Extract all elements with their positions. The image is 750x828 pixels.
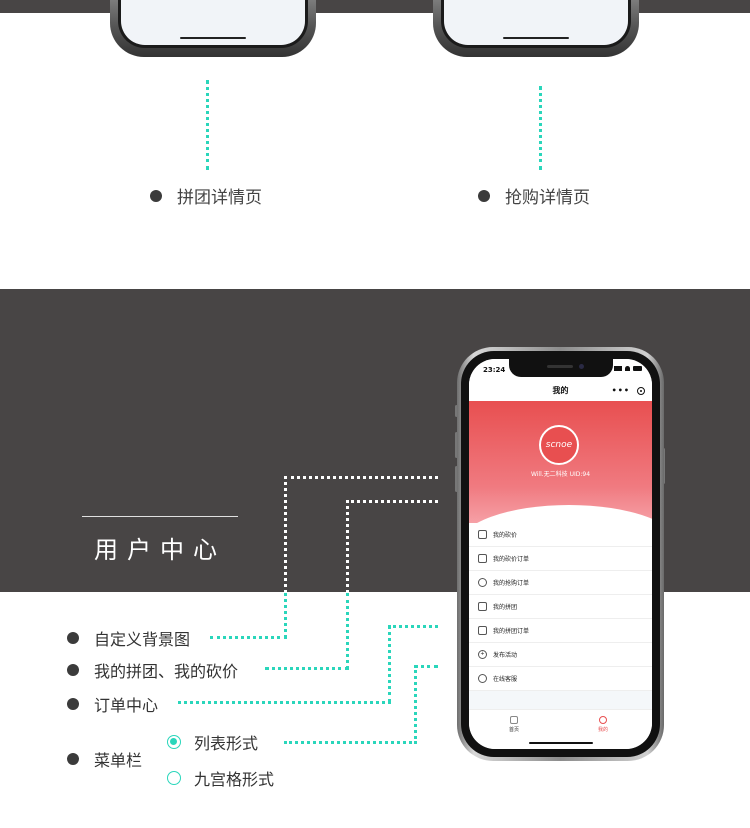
tab-home[interactable]: 首页 — [499, 716, 529, 733]
menu-item-label: 我的砍价 — [493, 532, 518, 539]
menu-list: 我的砍价 我的砍价订单 我的抢购订单 我的拼团 我的拼团订单 — [469, 523, 652, 691]
menu-item-bargain-orders[interactable]: 我的砍价订单 — [469, 547, 652, 571]
bullet-icon — [478, 189, 490, 202]
camera — [578, 364, 584, 369]
menu-item-label: 在线客服 — [493, 676, 518, 683]
connector-line — [414, 665, 438, 668]
feature-my-orders: 我的拼团、我的砍价 — [67, 658, 238, 682]
phone-side-button — [455, 466, 458, 492]
menu-item-label: 发布活动 — [493, 652, 518, 659]
connector-line — [414, 665, 417, 744]
clipboard-icon — [478, 554, 487, 563]
connector-line — [346, 593, 349, 669]
bullet-icon — [67, 632, 79, 644]
status-time: 23:24 — [483, 366, 506, 374]
tag-icon — [478, 602, 487, 611]
user-info: Will.无二科技 UID:94 — [530, 471, 591, 478]
connector-line — [284, 476, 438, 479]
radio-label: 九宫格形式 — [194, 770, 275, 789]
menu-item-my-group-buy[interactable]: 我的拼团 — [469, 595, 652, 619]
feature-menu-bar: 菜单栏 — [67, 747, 142, 771]
tab-label: 首页 — [508, 727, 519, 733]
phone-preview-group-buy — [110, 0, 316, 57]
bullet-icon — [150, 189, 162, 202]
connector-line — [284, 741, 417, 744]
phone-mockup: 23:24 我的 ••• scnoe Will.无二科技 UID:94 — [457, 347, 664, 761]
connector-line — [178, 701, 391, 704]
radio-checked-icon[interactable] — [167, 735, 181, 749]
nav-bar: 我的 ••• — [469, 381, 652, 401]
connector-line — [388, 625, 391, 703]
radio-unchecked-icon[interactable] — [167, 771, 181, 785]
bullet-icon — [67, 753, 79, 765]
phone-screen: 23:24 我的 ••• scnoe Will.无二科技 UID:94 — [469, 359, 652, 749]
menu-item-my-bargain[interactable]: 我的砍价 — [469, 523, 652, 547]
tab-bar: 首页 我的 — [469, 709, 652, 749]
phone-preview-flash-sale — [433, 0, 639, 57]
close-target-icon[interactable] — [637, 387, 645, 395]
headset-icon — [478, 674, 487, 683]
menu-item-label: 我的抢购订单 — [493, 580, 530, 587]
connector-line — [539, 86, 542, 170]
connector-line — [284, 476, 287, 593]
bullet-icon — [67, 664, 79, 676]
bullet-icon — [67, 698, 79, 710]
tab-label: 我的 — [597, 727, 608, 733]
menu-item-flash-sale-orders[interactable]: 我的抢购订单 — [469, 571, 652, 595]
home-indicator — [528, 742, 593, 744]
phone-notch — [508, 359, 613, 377]
section-title: 用户中心 — [94, 536, 226, 564]
caption-label: 抢购详情页 — [505, 188, 590, 208]
radio-label: 列表形式 — [194, 734, 259, 753]
connector-line — [210, 636, 287, 639]
connector-line — [265, 667, 349, 670]
menu-item-label: 我的拼团订单 — [493, 628, 530, 635]
envelope-icon — [478, 530, 487, 539]
menu-item-group-buy-orders[interactable]: 我的拼团订单 — [469, 619, 652, 643]
menu-item-publish-activity[interactable]: + 发布活动 — [469, 643, 652, 667]
home-icon — [510, 716, 518, 724]
phone-bezel: 23:24 我的 ••• scnoe Will.无二科技 UID:94 — [461, 351, 660, 757]
feature-custom-background: 自定义背景图 — [67, 626, 190, 650]
title-rule — [82, 516, 238, 517]
signal-icon — [614, 366, 622, 371]
menu-item-label: 我的拼团 — [493, 604, 518, 611]
phone-screen — [441, 0, 631, 48]
connector-line — [346, 500, 349, 593]
connector-line — [346, 500, 438, 503]
avatar[interactable]: scnoe — [539, 425, 579, 465]
connector-line — [206, 80, 209, 170]
status-icons — [614, 366, 642, 371]
feature-label: 订单中心 — [94, 696, 159, 715]
feature-order-center: 订单中心 — [67, 692, 158, 716]
feature-label: 自定义背景图 — [94, 630, 191, 649]
feature-label: 我的拼团、我的砍价 — [94, 662, 239, 681]
menu-item-label: 我的砍价订单 — [493, 556, 530, 563]
clock-icon — [478, 578, 487, 587]
wifi-icon — [625, 366, 630, 371]
feature-label: 菜单栏 — [94, 751, 143, 770]
user-icon — [599, 716, 607, 724]
connector-line — [388, 625, 438, 628]
phone-side-button — [455, 432, 458, 458]
plus-circle-icon: + — [478, 650, 487, 659]
more-icon[interactable]: ••• — [611, 386, 630, 395]
connector-line — [284, 593, 287, 638]
tab-mine[interactable]: 我的 — [588, 716, 618, 733]
menu-style-grid[interactable]: 九宫格形式 — [167, 766, 274, 790]
page-title: 我的 — [552, 386, 569, 395]
phone-side-button — [455, 405, 458, 417]
battery-icon — [633, 366, 642, 371]
caption-label: 拼团详情页 — [177, 188, 262, 208]
phone-screen — [118, 0, 308, 48]
speaker — [546, 365, 573, 368]
home-indicator — [503, 37, 569, 39]
tag-icon — [478, 626, 487, 635]
caption-group-buy: 拼团详情页 — [150, 183, 262, 208]
caption-flash-sale: 抢购详情页 — [478, 183, 590, 208]
menu-style-list[interactable]: 列表形式 — [167, 730, 258, 754]
home-indicator — [180, 37, 246, 39]
menu-item-online-service[interactable]: 在线客服 — [469, 667, 652, 691]
